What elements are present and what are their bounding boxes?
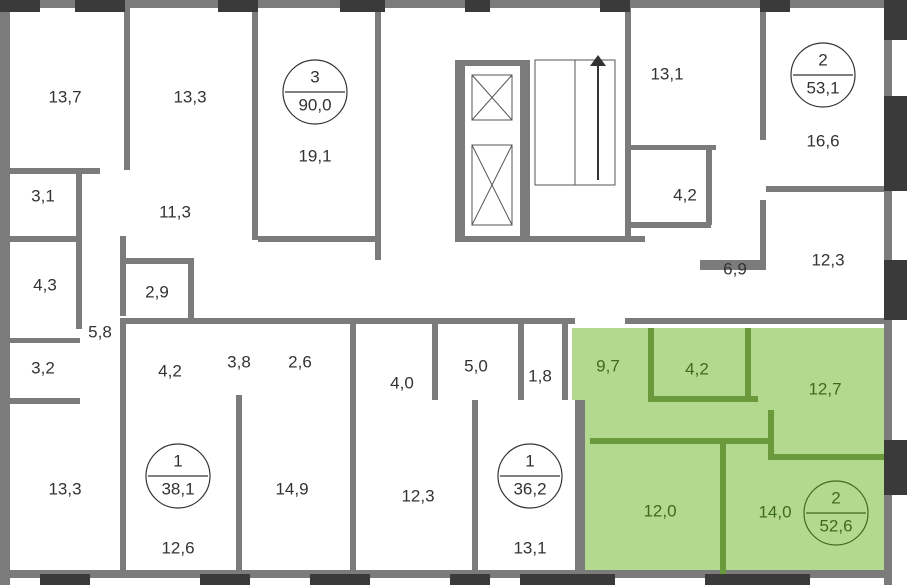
apartment-rooms: 2 bbox=[818, 50, 827, 69]
room-area: 19,1 bbox=[298, 146, 331, 165]
room-area: 2,6 bbox=[288, 352, 312, 371]
staircase bbox=[534, 59, 616, 186]
apartment-rooms: 1 bbox=[525, 451, 534, 470]
apartment-area: 53,1 bbox=[806, 78, 839, 97]
room-area: 4,2 bbox=[685, 359, 709, 378]
room-area: 4,0 bbox=[390, 373, 414, 392]
apartment-badge[interactable]: 1 38,1 bbox=[145, 443, 211, 509]
room-area: 13,1 bbox=[513, 538, 546, 557]
room-area: 14,0 bbox=[758, 502, 791, 521]
room-area: 6,9 bbox=[723, 259, 747, 278]
stair-up-arrow-icon bbox=[590, 55, 606, 180]
room-area: 16,6 bbox=[806, 131, 839, 150]
room-area: 13,1 bbox=[650, 64, 683, 83]
apartment-rooms: 2 bbox=[831, 488, 840, 507]
room-area: 1,8 bbox=[528, 366, 552, 385]
room-area: 3,1 bbox=[31, 186, 55, 205]
apartment-badge[interactable]: 2 53,1 bbox=[790, 42, 856, 108]
apartment-area: 38,1 bbox=[161, 479, 194, 498]
apartment-area: 36,2 bbox=[513, 479, 546, 498]
room-area: 13,7 bbox=[48, 87, 81, 106]
room-area: 13,3 bbox=[48, 479, 81, 498]
room-area: 12,3 bbox=[811, 250, 844, 269]
room-area: 12,6 bbox=[161, 538, 194, 557]
apartment-area: 52,6 bbox=[819, 516, 852, 535]
room-area: 3,2 bbox=[31, 358, 55, 377]
apartment-badge-highlighted[interactable]: 2 52,6 bbox=[803, 480, 869, 546]
green-walls bbox=[590, 328, 886, 575]
room-area: 9,7 bbox=[596, 356, 620, 375]
apartment-badge[interactable]: 3 90,0 bbox=[282, 59, 348, 125]
room-area: 4,3 bbox=[33, 275, 57, 294]
apartment-badge[interactable]: 1 36,2 bbox=[497, 443, 563, 509]
room-area: 11,3 bbox=[159, 202, 191, 221]
apartment-rooms: 3 bbox=[310, 67, 319, 86]
room-area: 13,3 bbox=[173, 87, 206, 106]
apartment-rooms: 1 bbox=[173, 451, 182, 470]
room-area: 5,8 bbox=[88, 322, 112, 341]
apartment-area: 90,0 bbox=[298, 95, 331, 114]
room-area: 4,2 bbox=[673, 185, 697, 204]
room-labels: 13,7 13,3 19,1 13,1 16,6 3,1 11,3 4,3 2,… bbox=[31, 64, 844, 557]
room-area: 14,9 bbox=[275, 479, 308, 498]
room-area: 5,0 bbox=[464, 356, 488, 375]
room-area: 4,2 bbox=[158, 361, 182, 380]
elevator-shafts bbox=[471, 74, 513, 226]
room-area: 3,8 bbox=[227, 352, 251, 371]
room-area: 12,0 bbox=[643, 501, 676, 520]
room-area: 2,9 bbox=[145, 282, 169, 301]
room-area: 12,3 bbox=[401, 486, 434, 505]
room-area: 12,7 bbox=[808, 379, 841, 398]
